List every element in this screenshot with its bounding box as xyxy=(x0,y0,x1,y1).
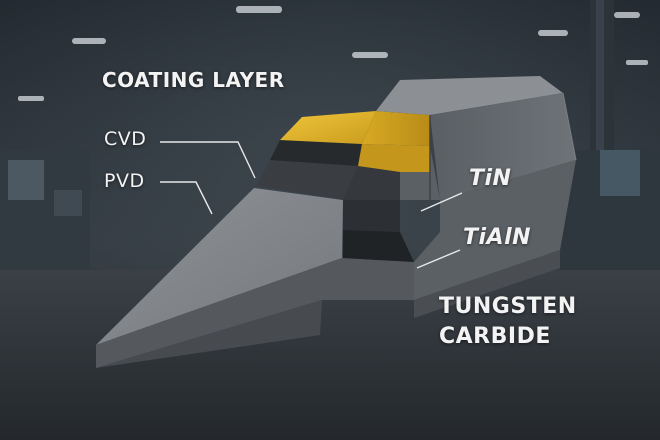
substrate-label-line2: CARBIDE xyxy=(439,324,551,349)
substrate-label: TUNGSTEN CARBIDE xyxy=(439,292,577,352)
coating-layer-title: COATING LAYER xyxy=(102,68,285,92)
tool-tip-bevel xyxy=(96,258,414,368)
substrate-label-line1: TUNGSTEN xyxy=(439,294,577,319)
tool-tip-top-face xyxy=(96,188,343,345)
tialn-label: TiAlN xyxy=(463,225,532,250)
cvd-label: CVD xyxy=(104,128,147,150)
coating-dark-layer xyxy=(256,160,358,200)
tool-shank-side xyxy=(430,93,576,200)
tool-shank-top xyxy=(376,76,563,115)
pvd-label: PVD xyxy=(104,170,145,192)
coating-gold-layer xyxy=(280,111,376,144)
tin-label: TiN xyxy=(469,166,512,191)
leader-lines xyxy=(160,141,463,269)
